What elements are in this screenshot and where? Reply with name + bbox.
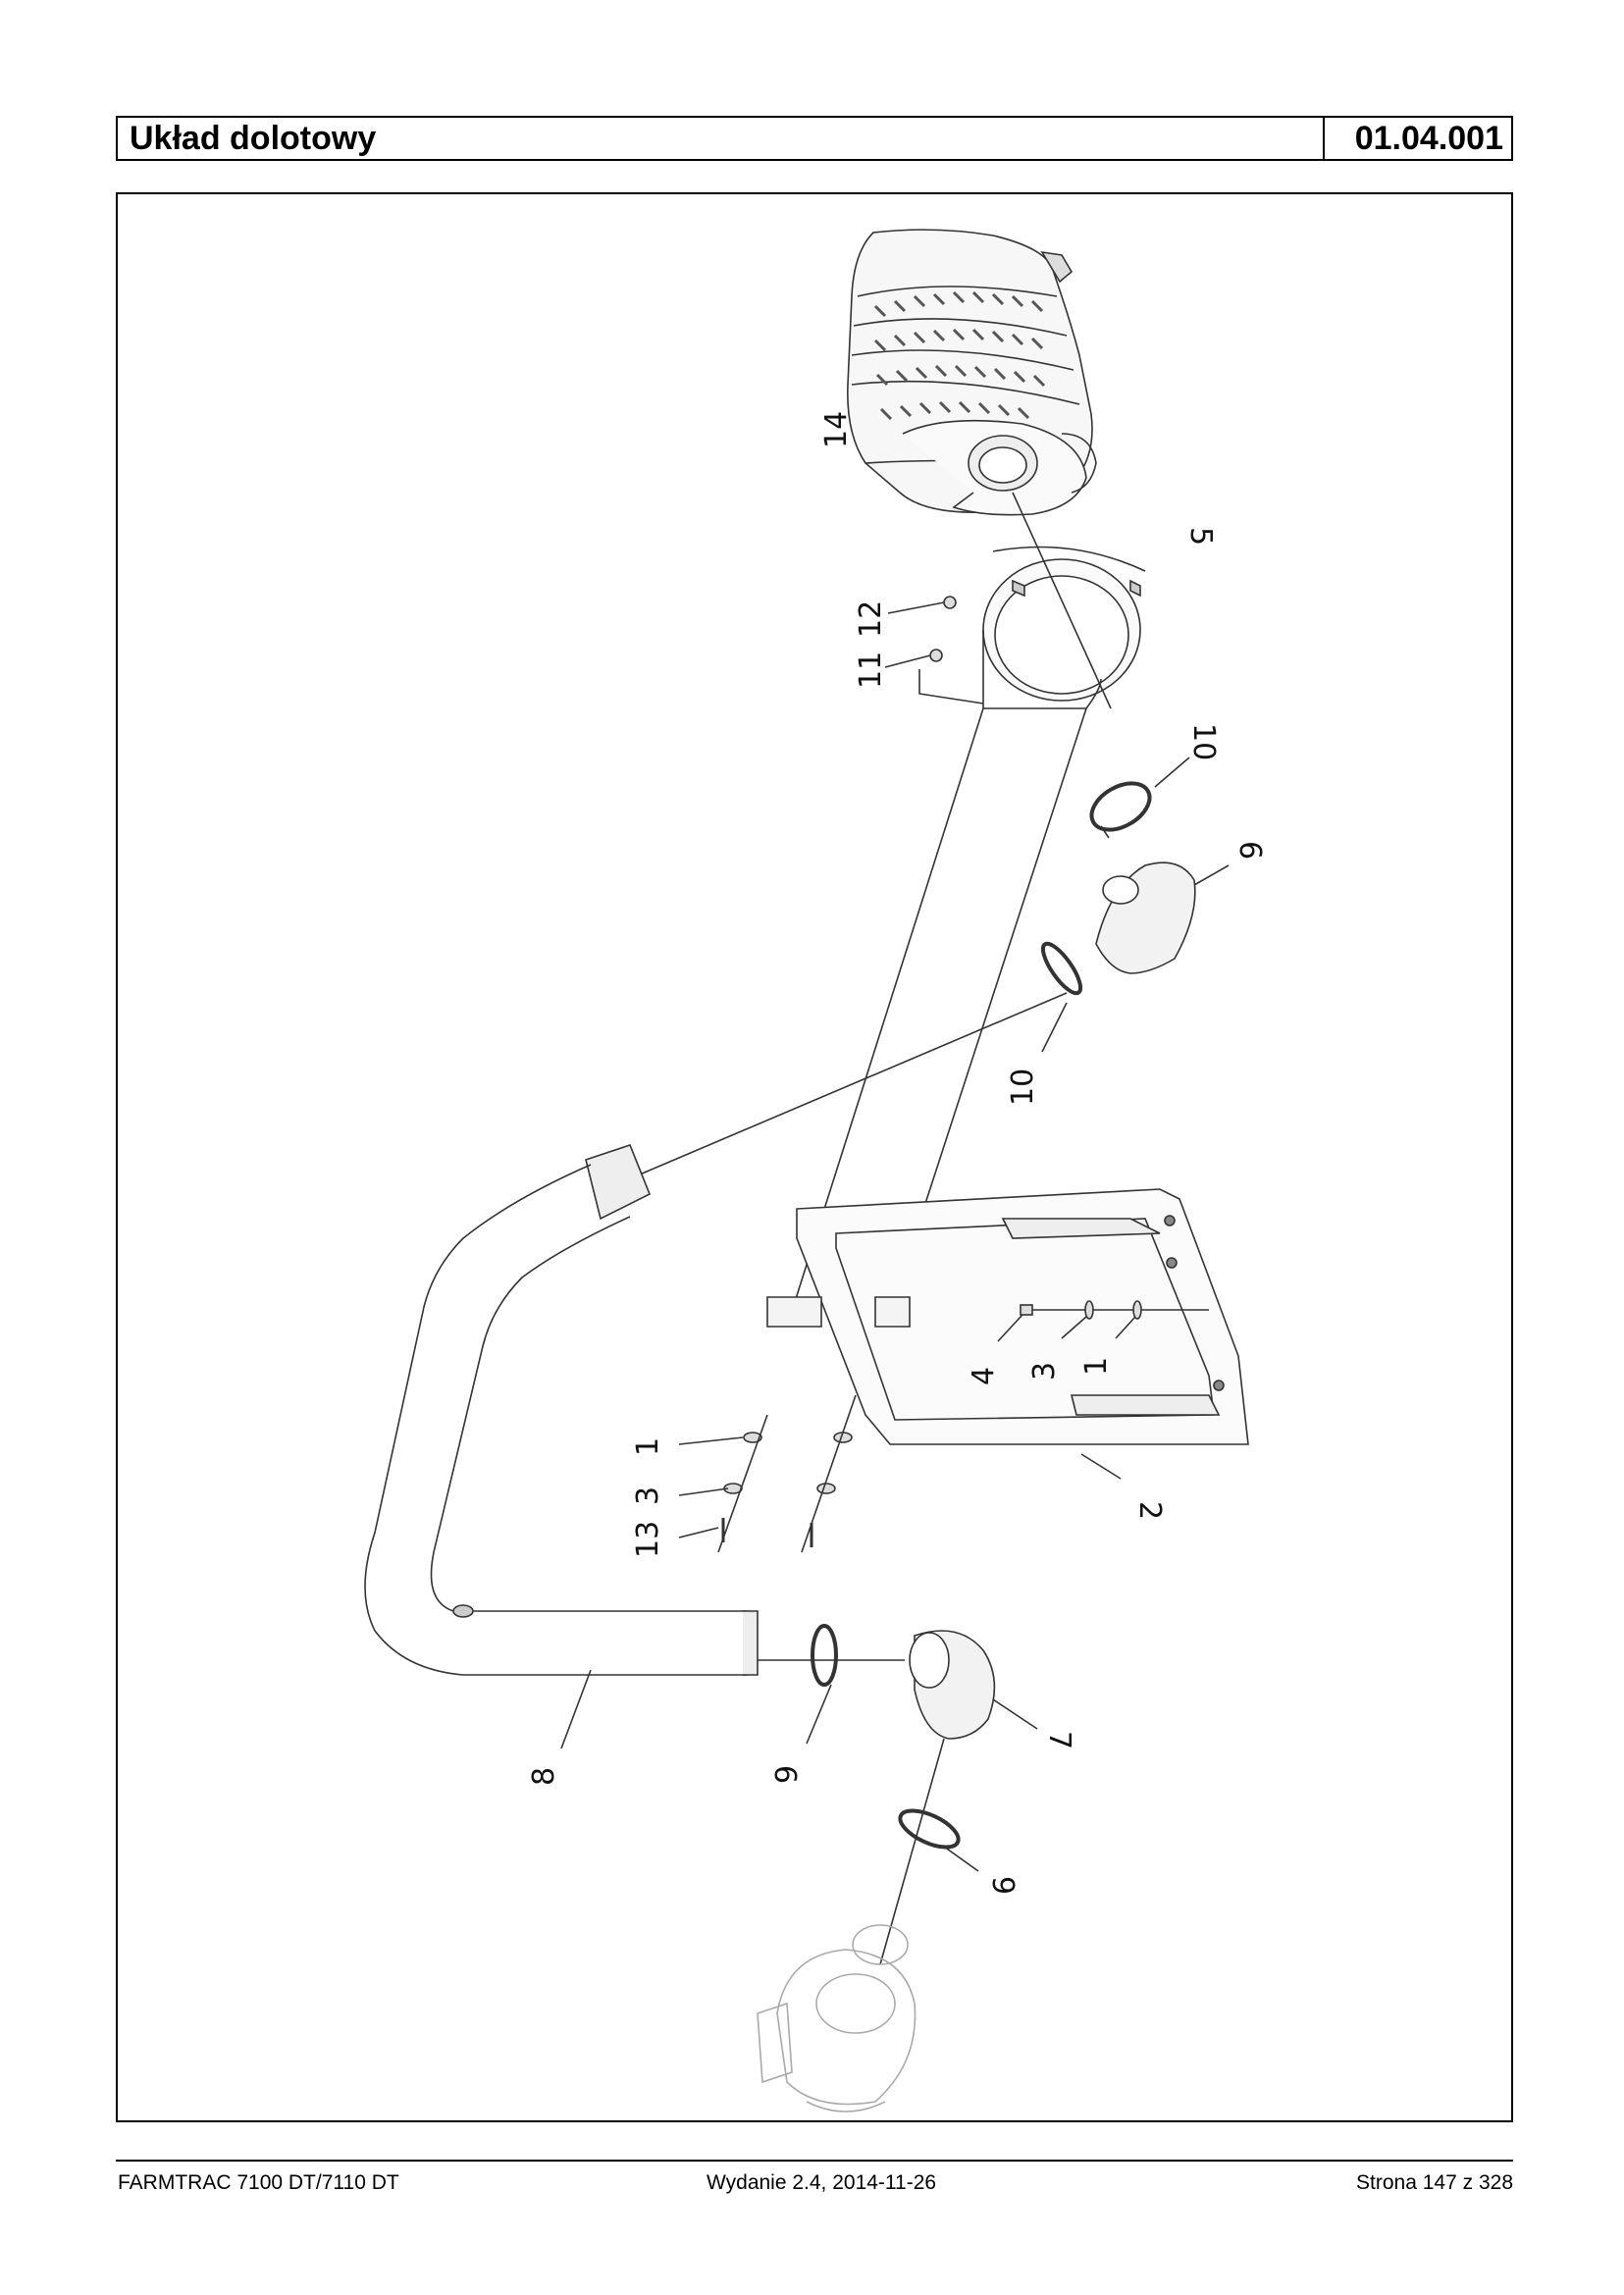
callout-9-lower: 9 — [985, 1876, 1020, 1895]
hose-clamp-upper — [1089, 756, 1190, 839]
rubber-elbow-upper — [1095, 861, 1230, 974]
callout-11: 11 — [854, 652, 888, 689]
callout-12: 12 — [854, 600, 888, 638]
callout-9-upper: 9 — [770, 1765, 805, 1784]
callout-14: 14 — [819, 411, 854, 448]
callout-6: 6 — [1232, 841, 1267, 860]
callout-3-right: 3 — [1027, 1362, 1062, 1381]
hose-clamp-lower — [1040, 941, 1083, 1053]
assembly-line — [639, 992, 1068, 1175]
hose-clamp-9-lower — [879, 1738, 979, 1965]
bolt-set-left — [678, 1394, 857, 1553]
hose-clamp-9-upper — [758, 1624, 905, 1745]
callout-3-left: 3 — [631, 1487, 665, 1505]
bolt-set-right — [997, 1300, 1209, 1342]
callout-4: 4 — [967, 1367, 1001, 1385]
footer-model: FARMTRAC 7100 DT/7110 DT — [118, 2171, 399, 2194]
callout-1-right: 1 — [1079, 1357, 1114, 1376]
section-code: 01.04.001 — [1323, 118, 1511, 159]
callout-2: 2 — [1132, 1501, 1167, 1520]
exploded-parts-diagram: 14 5 11 12 10 6 10 4 3 1 1 3 13 2 8 9 7 … — [116, 192, 1513, 2122]
callout-10-lower: 10 — [1006, 1069, 1040, 1106]
footer-divider — [116, 2160, 1513, 2162]
callout-5: 5 — [1183, 527, 1218, 546]
diagram-canvas: 14 5 11 12 10 6 10 4 3 1 1 3 13 2 8 9 7 … — [364, 229, 1267, 2112]
intake-pipe — [364, 1144, 759, 1749]
turbocharger — [757, 1924, 917, 2112]
rubber-elbow-lower — [909, 1630, 1038, 1740]
callout-13: 13 — [631, 1521, 665, 1558]
footer-page-number: Strona 147 z 328 — [1356, 2171, 1513, 2194]
footer-edition: Wydanie 2.4, 2014-11-26 — [707, 2171, 937, 2194]
callout-1-left: 1 — [631, 1437, 665, 1456]
callout-8: 8 — [527, 1767, 561, 1786]
callout-10-upper: 10 — [1186, 723, 1221, 760]
page-title: Układ dolotowy — [130, 120, 377, 157]
air-filter-housing — [847, 229, 1097, 516]
support-bracket — [766, 1188, 1249, 1480]
nut-washer-pair — [884, 596, 984, 704]
callout-7: 7 — [1042, 1731, 1076, 1749]
page-header: Układ dolotowy 01.04.001 — [116, 116, 1513, 161]
mounting-band — [982, 546, 1146, 709]
